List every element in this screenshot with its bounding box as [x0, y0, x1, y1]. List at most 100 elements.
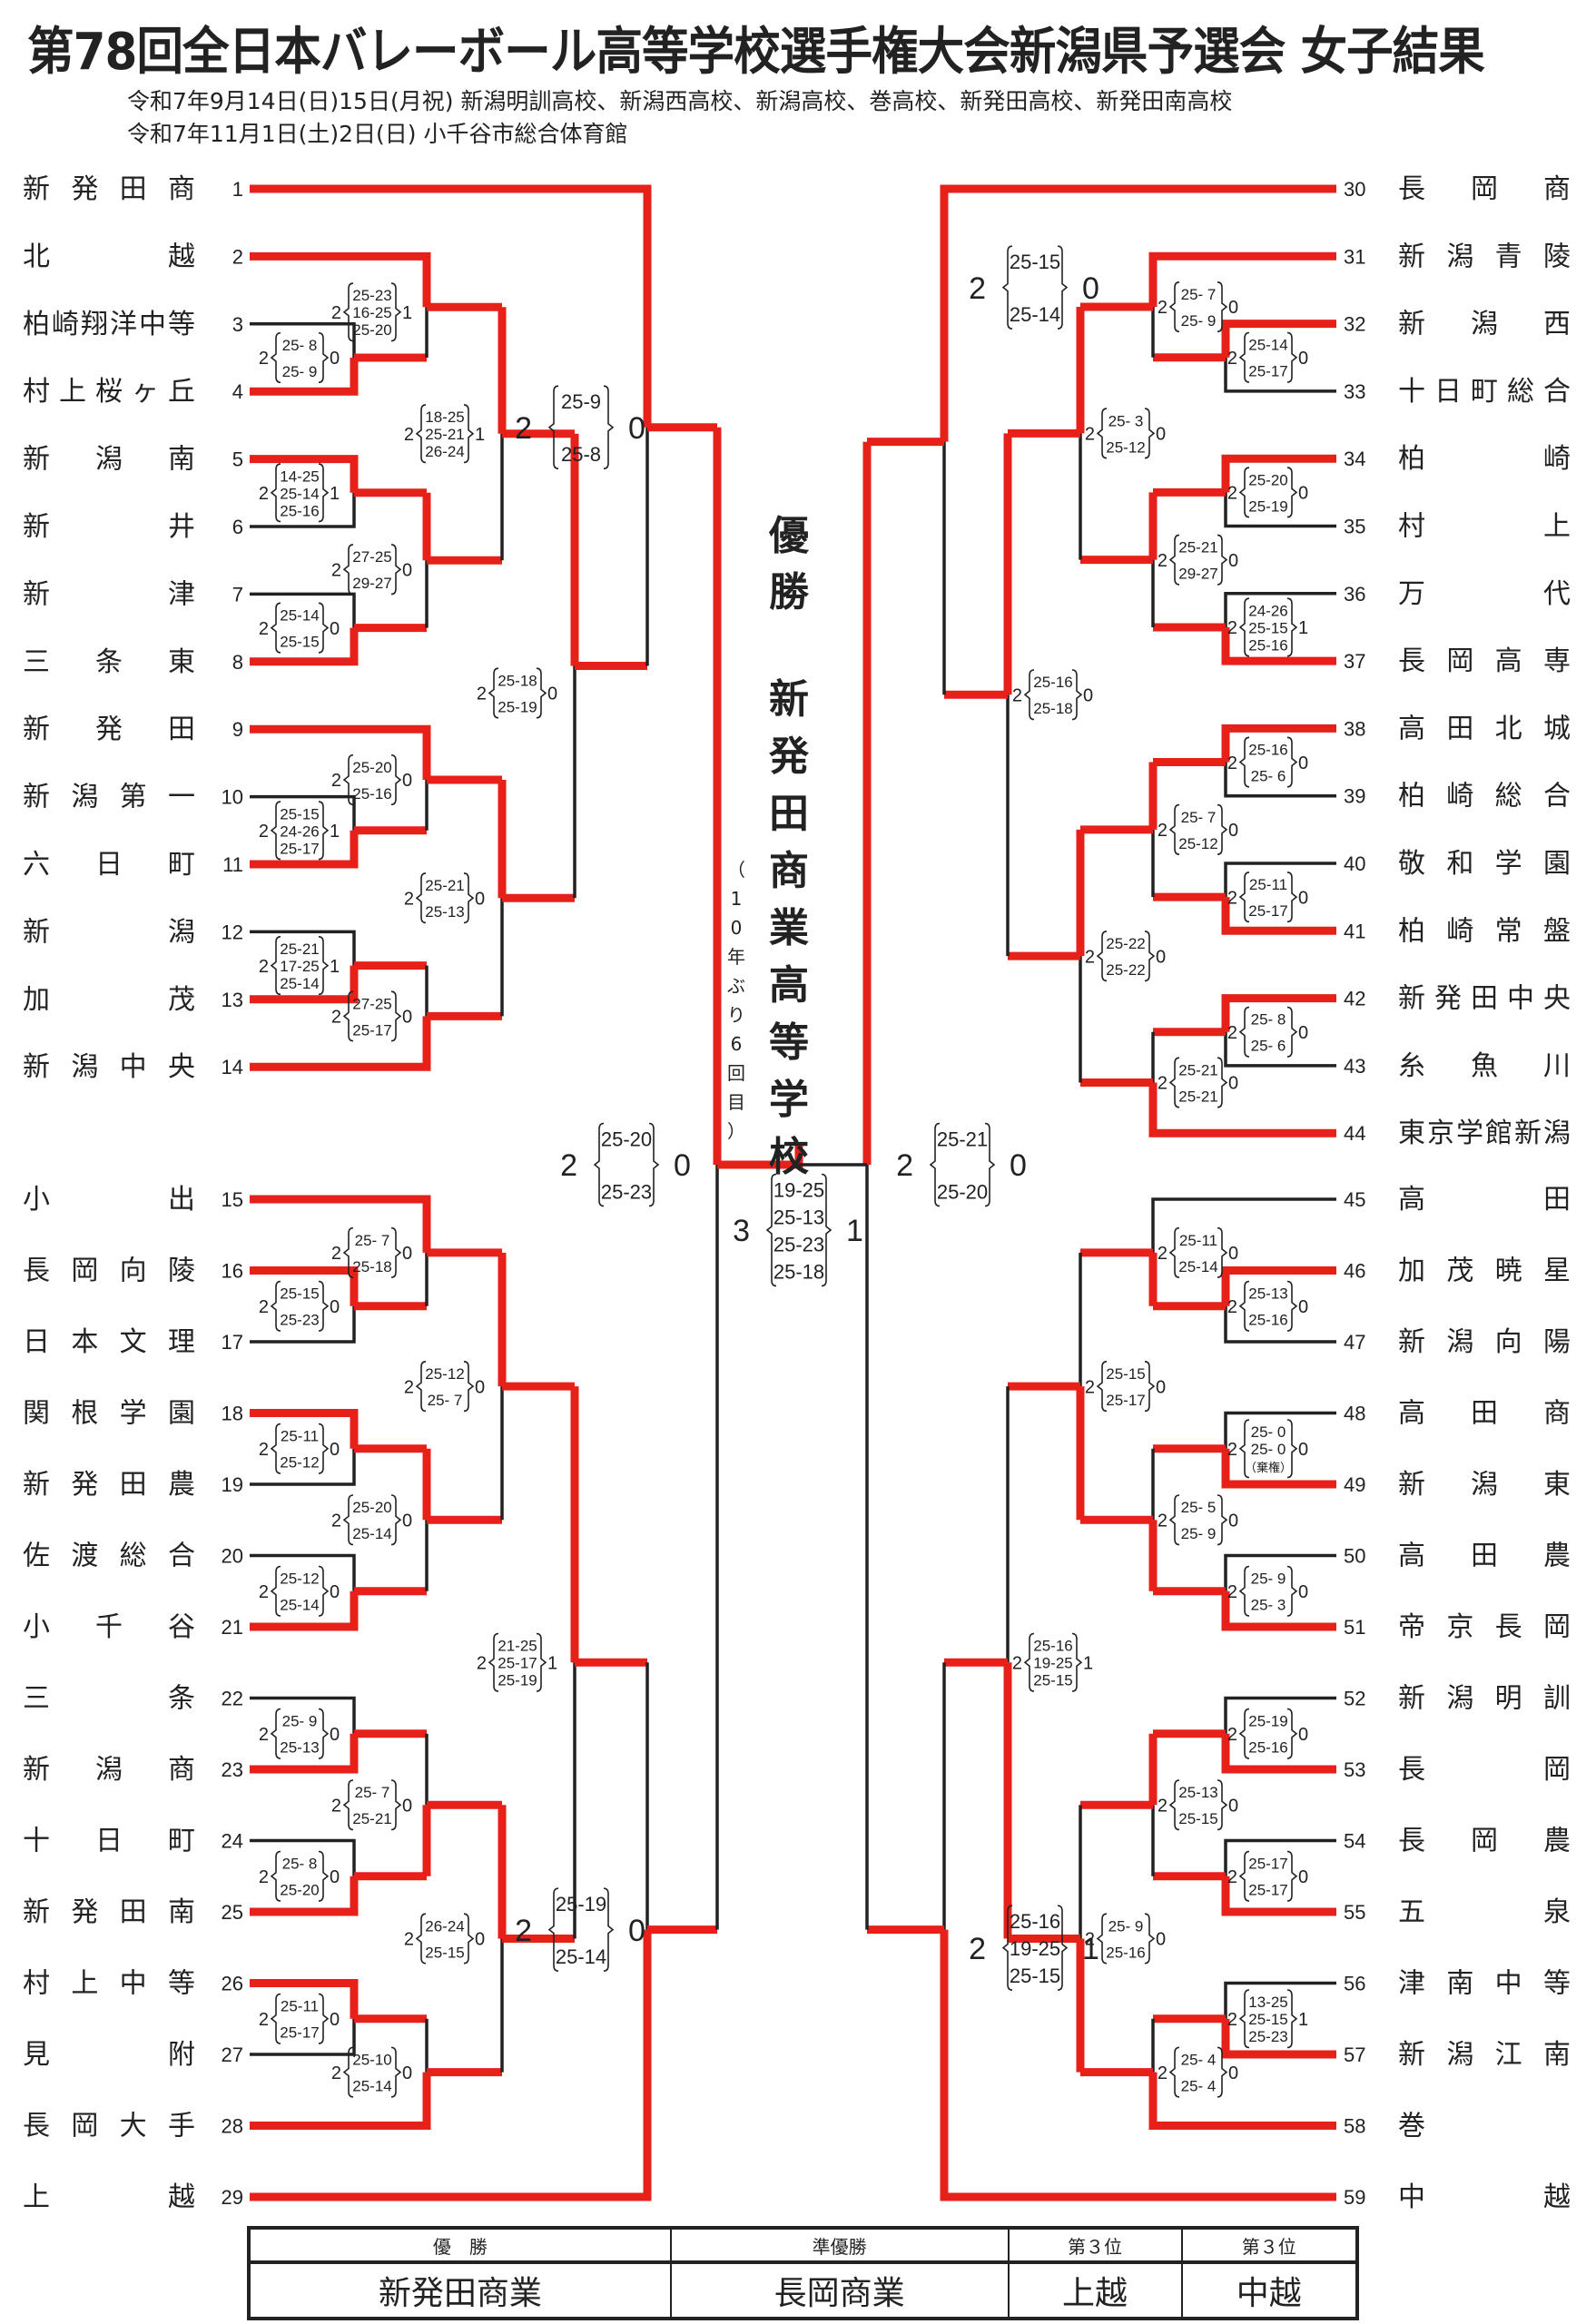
match-score: 25- 325-12left-braceright-brace20: [1085, 408, 1166, 459]
set-score: 25-15: [1248, 2011, 1287, 2028]
set-score: 25-12: [425, 1365, 464, 1383]
undefined: left-brace: [1168, 1057, 1180, 1108]
undefined: right-brace: [1071, 669, 1083, 721]
team-name: 新発田農: [23, 1469, 195, 1501]
set-score: 25-20: [352, 759, 391, 776]
team-name: 柏崎: [1398, 443, 1571, 475]
set-score: 25-17: [280, 840, 319, 857]
sets-won: 2: [1158, 1074, 1167, 1094]
sets-won: 2: [1012, 1653, 1022, 1673]
sets-won: 2: [331, 771, 341, 791]
set-score: 25-22: [1106, 935, 1145, 952]
sets-lost: 0: [1156, 1377, 1166, 1397]
undefined: left-brace: [342, 1494, 354, 1546]
bracket-line: [1151, 1197, 1336, 1253]
char: 優: [768, 513, 810, 559]
team-number: 50: [1344, 1545, 1365, 1568]
bracket-line: [250, 1305, 356, 1344]
value-champion: 新発田商業: [248, 2260, 672, 2319]
sets-lost: 0: [1228, 2063, 1238, 2083]
bracket-line: [250, 2018, 356, 2056]
champion-label: 優勝: [768, 513, 810, 615]
winner-path: [250, 965, 359, 1004]
team-number: 1: [232, 178, 243, 201]
bracket-line: [1224, 1411, 1336, 1449]
undefined: left-brace: [1168, 281, 1180, 333]
sets-won: 2: [477, 1653, 487, 1673]
team-name: 万代: [1398, 578, 1571, 610]
set-score: 25-20: [280, 1882, 319, 1899]
team-number: 47: [1344, 1331, 1365, 1354]
undefined: left-brace: [929, 1122, 941, 1207]
team-name: 小千谷: [23, 1611, 195, 1643]
set-score: 25-23: [601, 1180, 652, 1203]
match-score: 19-2525-1325-2325-18left-braceright-brac…: [733, 1173, 863, 1287]
team-number: 22: [222, 1688, 243, 1710]
sets-won: 2: [1158, 1244, 1167, 1264]
bracket-line: [250, 1838, 356, 1876]
team-name: 新潟第一: [23, 782, 195, 813]
undefined: left-brace: [547, 1887, 559, 1972]
undefined: right-brace: [1057, 245, 1069, 330]
sets-won: 2: [1227, 484, 1237, 504]
winner-path: [250, 1590, 359, 1631]
undefined: right-brace: [1286, 1989, 1298, 2049]
team-name: 見附: [23, 2039, 195, 2071]
match-score: 25- 825- 9left-braceright-brace20: [259, 331, 340, 384]
set-score: 25-11: [281, 1998, 319, 2015]
sets-lost: 0: [1298, 349, 1308, 369]
team-number: 56: [1344, 1973, 1365, 1995]
sets-lost: 0: [1010, 1148, 1027, 1183]
char: 校: [769, 1134, 809, 1180]
set-score: 25- 8: [1251, 1011, 1286, 1029]
sets-lost: 1: [1298, 2010, 1308, 2030]
set-score: 25-12: [1106, 438, 1145, 456]
winner-path: [250, 1195, 431, 1253]
undefined: right-brace: [1286, 331, 1298, 383]
sets-lost: 0: [330, 1582, 340, 1602]
set-score: 25-20: [937, 1180, 988, 1203]
undefined: left-brace: [1238, 872, 1250, 923]
team-name: 新潟江南: [1398, 2039, 1571, 2071]
set-score: （棄権）: [1245, 1461, 1292, 1474]
undefined: left-brace: [270, 1708, 281, 1759]
sets-won: 2: [969, 1932, 986, 1966]
winner-path: [250, 1016, 431, 1071]
header-third-2: 第３位: [1180, 2227, 1358, 2263]
undefined: left-brace: [1238, 331, 1250, 383]
set-score: 25-18: [352, 1258, 391, 1275]
undefined: left-brace: [270, 602, 281, 654]
sets-lost: 0: [1228, 821, 1238, 841]
sets-won: 2: [404, 889, 414, 909]
match-score: 25-925-8left-braceright-brace20: [515, 385, 645, 470]
value-third-1: 上越: [1007, 2260, 1183, 2319]
team-number: 31: [1344, 245, 1365, 268]
set-score: 25-17: [1248, 902, 1287, 920]
sets-lost: 0: [1228, 1511, 1238, 1531]
undefined: left-brace: [270, 1280, 281, 1332]
undefined: left-brace: [1238, 597, 1250, 657]
sets-lost: 0: [628, 411, 645, 446]
sets-lost: 0: [330, 1297, 340, 1317]
undefined: left-brace: [1168, 1494, 1180, 1546]
team-number: 34: [1344, 448, 1365, 470]
bracket-line: [1224, 762, 1336, 798]
set-score: 25-14: [556, 1945, 606, 1968]
undefined: left-brace: [342, 282, 354, 342]
sets-won: 2: [259, 349, 269, 369]
value-runner-up: 長岡商業: [669, 2260, 1010, 2319]
undefined: left-brace: [1096, 1913, 1108, 1965]
set-score: 25-15: [280, 634, 319, 651]
team-name: 長岡高専: [1398, 645, 1571, 677]
winner-path: [250, 1979, 359, 2019]
